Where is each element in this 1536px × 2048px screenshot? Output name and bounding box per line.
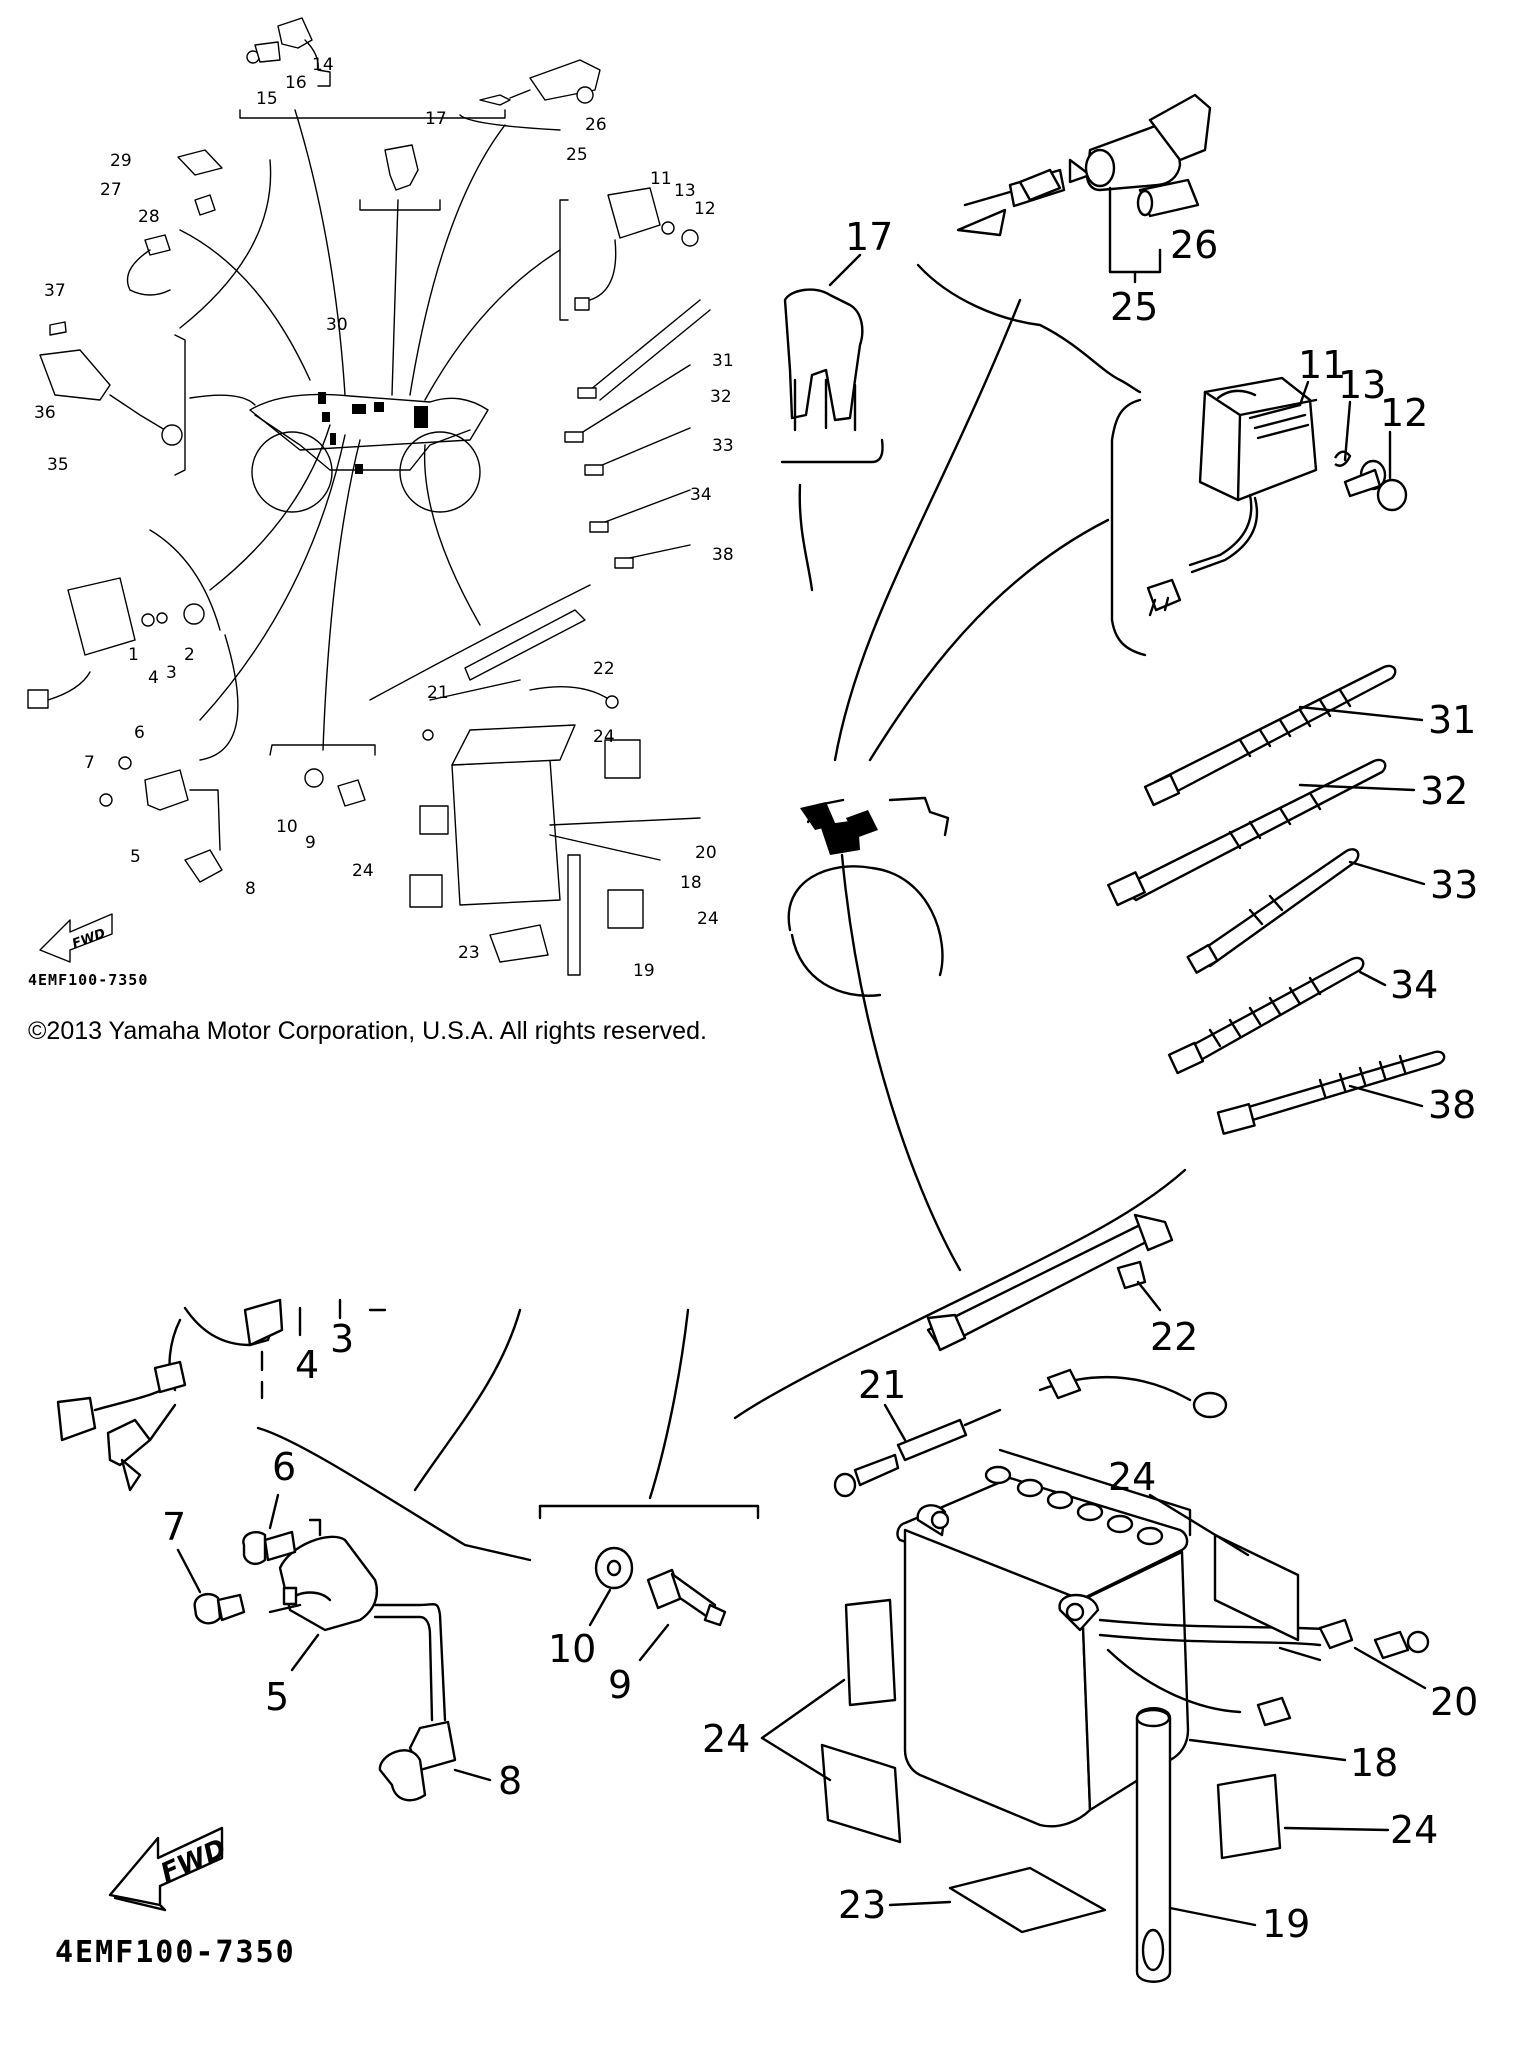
callout-small-18: 18 xyxy=(680,873,702,893)
callout-small-2: 2 xyxy=(184,645,195,665)
callout-small-30: 30 xyxy=(326,315,348,335)
callout-small-31: 31 xyxy=(712,351,734,371)
callout-small-36: 36 xyxy=(34,403,56,423)
callout-5: 5 xyxy=(265,1675,289,1719)
callout-small-32: 32 xyxy=(710,387,732,407)
part-19-tube xyxy=(1135,1707,1172,1983)
callout-24-left: 24 xyxy=(702,1717,750,1761)
callout-small-27: 27 xyxy=(100,180,122,200)
callout-8: 8 xyxy=(498,1759,522,1803)
part-10-washer xyxy=(594,1546,634,1590)
callout-20: 20 xyxy=(1430,1680,1478,1724)
callout-23: 23 xyxy=(838,1883,886,1927)
part-22-bracket xyxy=(926,1213,1174,1352)
callout-13: 13 xyxy=(1338,363,1386,407)
callout-small-29: 29 xyxy=(110,151,132,171)
detail-diagram: 26 25 17 xyxy=(55,93,1478,1983)
part-7-bolt xyxy=(193,1593,246,1625)
part-25-coil xyxy=(956,93,1212,284)
callout-small-24b: 24 xyxy=(352,861,374,881)
part-9-switch xyxy=(646,1568,727,1627)
part-11-regulator xyxy=(1146,376,1408,617)
part-24-pads xyxy=(820,1533,1300,1860)
callout-small-13: 13 xyxy=(674,181,696,201)
callout-38: 38 xyxy=(1428,1083,1476,1127)
overview-diagram: FWD 4EMF100-7350 1 2 3 4 5 6 7 8 9 10 11… xyxy=(27,17,734,989)
callout-small-15: 15 xyxy=(256,89,278,109)
part-17-cover xyxy=(783,288,864,432)
part-6-bolt xyxy=(242,1518,322,1565)
callout-26: 26 xyxy=(1170,223,1218,267)
callout-small-20: 20 xyxy=(695,843,717,863)
callout-34: 34 xyxy=(1390,963,1438,1007)
part-1-cdi-fragment xyxy=(56,1298,387,1492)
callout-17: 17 xyxy=(845,215,893,259)
callout-small-24c: 24 xyxy=(697,909,719,929)
callout-31: 31 xyxy=(1428,698,1476,742)
callout-19: 19 xyxy=(1262,1902,1310,1946)
callout-small-22: 22 xyxy=(593,659,615,679)
callout-small-5: 5 xyxy=(130,847,141,867)
callout-12: 12 xyxy=(1380,391,1428,435)
callout-18: 18 xyxy=(1350,1741,1398,1785)
callout-small-1: 1 xyxy=(128,645,139,665)
callout-32: 32 xyxy=(1420,769,1468,813)
bracket-5-8 xyxy=(256,1426,532,1562)
callout-small-11: 11 xyxy=(650,169,672,189)
part-20-cable xyxy=(1098,1618,1430,1727)
part-23-pad xyxy=(948,1866,1107,1934)
callout-small-17: 17 xyxy=(425,109,447,129)
callout-small-16: 16 xyxy=(285,73,307,93)
callout-24-right: 24 xyxy=(1390,1808,1438,1852)
callout-small-10: 10 xyxy=(276,817,298,837)
callout-11: 11 xyxy=(1298,343,1346,387)
callout-small-21: 21 xyxy=(427,683,449,703)
callout-small-25: 25 xyxy=(566,145,588,165)
callout-small-37: 37 xyxy=(44,281,66,301)
callout-10: 10 xyxy=(548,1627,596,1671)
callout-small-28: 28 xyxy=(138,207,160,227)
callout-small-23: 23 xyxy=(458,943,480,963)
callout-small-3: 3 xyxy=(166,663,177,683)
callout-small-8: 8 xyxy=(245,879,256,899)
callout-24-top: 24 xyxy=(1108,1455,1156,1499)
callout-small-26: 26 xyxy=(585,115,607,135)
atv-outline xyxy=(249,393,489,513)
part-21-cable xyxy=(833,1368,1228,1498)
callout-25: 25 xyxy=(1110,285,1158,329)
callout-6: 6 xyxy=(272,1445,296,1489)
callout-small-7: 7 xyxy=(84,753,95,773)
fwd-arrow: FWD xyxy=(108,1826,231,1912)
callout-21: 21 xyxy=(858,1363,906,1407)
callout-small-33: 33 xyxy=(712,436,734,456)
callout-9: 9 xyxy=(608,1663,632,1707)
callout-33: 33 xyxy=(1430,863,1478,907)
callout-small-14: 14 xyxy=(312,55,334,75)
cable-ties xyxy=(1107,664,1446,1135)
callout-small-34: 34 xyxy=(690,485,712,505)
copyright-notice: ©2013 Yamaha Motor Corporation, U.S.A. A… xyxy=(28,1017,707,1045)
callout-small-24a: 24 xyxy=(593,727,615,747)
callout-22: 22 xyxy=(1150,1315,1198,1359)
callout-small-19: 19 xyxy=(633,961,655,981)
part-5-sensor xyxy=(268,1535,457,1802)
callout-small-4: 4 xyxy=(148,668,159,688)
callout-small-35: 35 xyxy=(47,455,69,475)
part-code-small: 4EMF100-7350 xyxy=(28,971,148,989)
part-code: 4EMF100-7350 xyxy=(55,1935,296,1970)
callout-3: 3 xyxy=(330,1317,354,1361)
callout-small-6: 6 xyxy=(134,723,145,743)
callout-small-38: 38 xyxy=(712,545,734,565)
callout-4: 4 xyxy=(295,1343,319,1387)
callout-7: 7 xyxy=(162,1505,186,1549)
callout-small-12: 12 xyxy=(694,199,716,219)
callout-small-9: 9 xyxy=(305,833,316,853)
